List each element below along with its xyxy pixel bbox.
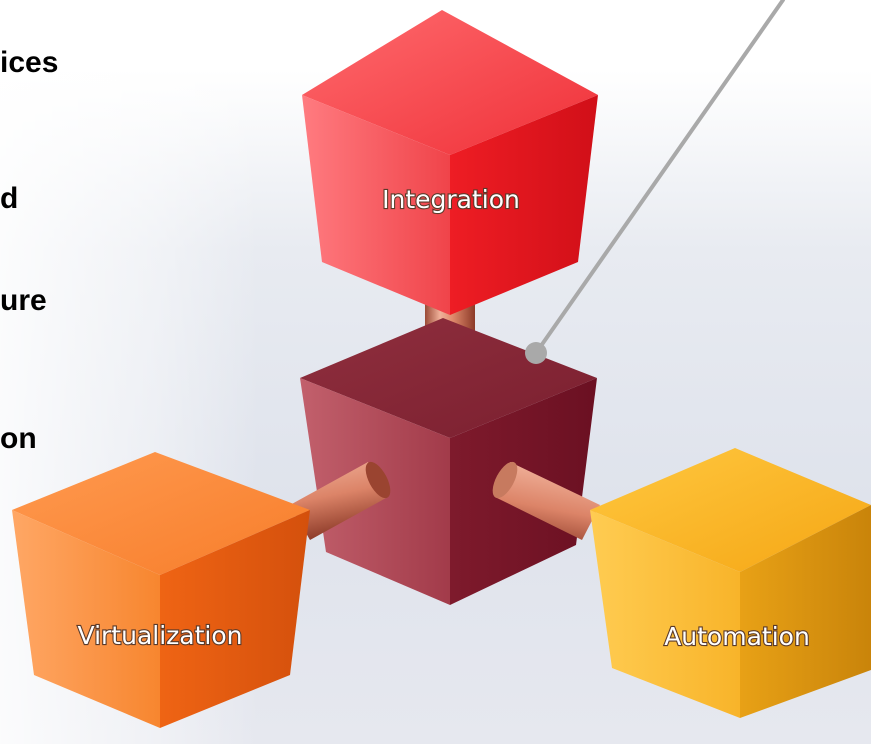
center-cube: [300, 318, 597, 605]
integration-label: Integration: [382, 185, 520, 214]
connector-right: [492, 461, 600, 540]
connector-left: [290, 461, 391, 540]
left-text-line-3: ure: [0, 284, 47, 317]
automation-label: Automation: [664, 622, 810, 651]
left-text-line-1: ices: [0, 46, 59, 79]
integration-cube: Integration: [302, 10, 598, 315]
left-text-line-2: d: [0, 182, 19, 215]
automation-cube: Automation: [590, 448, 871, 718]
virtualization-label: Virtualization: [78, 621, 243, 650]
callout-dot: [525, 342, 547, 364]
virtualization-cube: Virtualization: [12, 452, 310, 728]
callout-line: [534, 0, 785, 355]
left-text-line-4: on: [0, 422, 37, 455]
